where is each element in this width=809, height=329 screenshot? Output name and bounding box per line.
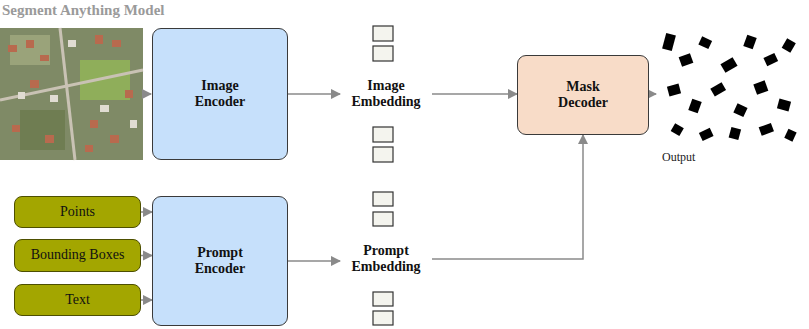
embedding-stack: Prompt Embedding	[340, 190, 432, 328]
flow-arrow	[288, 93, 340, 95]
prompt-input-box: Bounding Boxes	[14, 239, 141, 272]
embedding-stack: Image Embedding	[340, 24, 432, 164]
encoder-box: Image Encoder	[152, 28, 288, 160]
node-text: Points	[60, 204, 95, 220]
node-text: Mask Decoder	[543, 79, 623, 111]
node-text: Prompt Embedding	[344, 243, 428, 275]
prompt-input-box: Points	[14, 196, 141, 228]
encoder-box: Prompt Encoder	[152, 196, 288, 326]
output-mask	[660, 30, 800, 148]
output-arrow	[648, 93, 656, 95]
flow-arrow	[432, 135, 583, 259]
flow-arrow	[432, 93, 517, 95]
node-text: Image Embedding	[344, 78, 428, 110]
node-text: Image Encoder	[180, 78, 260, 110]
flow-arrow	[141, 299, 152, 301]
output-label: Output	[662, 150, 695, 165]
flow-arrow	[288, 260, 340, 262]
node-text: Bounding Boxes	[31, 247, 125, 263]
input-arrow	[143, 93, 151, 95]
flow-arrow	[141, 255, 152, 257]
node-text: Prompt Encoder	[180, 245, 260, 277]
node-text: Text	[65, 292, 90, 308]
aerial-image	[0, 28, 143, 160]
flow-arrow	[141, 211, 152, 213]
prompt-input-box: Text	[14, 284, 141, 316]
decoder-box: Mask Decoder	[517, 55, 649, 135]
diagram-title: Segment Anything Model	[2, 2, 165, 19]
